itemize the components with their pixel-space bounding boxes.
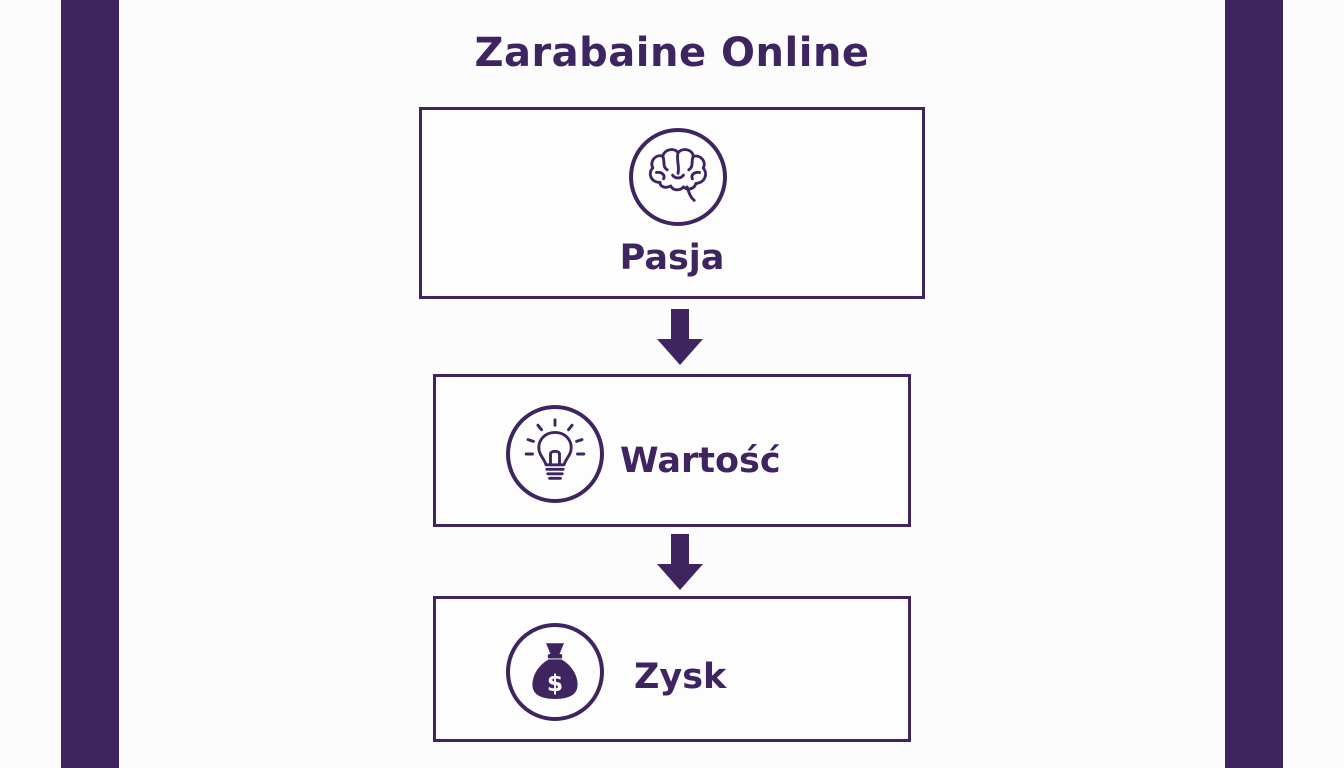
step-label-zysk: Zysk [634, 657, 727, 697]
step-label-wartosc: Wartość [620, 441, 781, 481]
step-label-pasja: Pasja [619, 238, 725, 278]
step-box-zysk: $ Zysk [433, 596, 911, 742]
svg-text:$: $ [547, 669, 563, 697]
diagram-title: Zarabaine Online [474, 30, 870, 76]
money-bag-icon: $ [506, 623, 604, 721]
left-border-bar [61, 0, 119, 768]
step-box-wartosc: Wartość [433, 374, 911, 527]
brain-icon [629, 128, 727, 226]
right-border-bar [1225, 0, 1283, 768]
arrow-down-icon [655, 534, 705, 590]
step-box-pasja: Pasja [419, 107, 925, 299]
lightbulb-icon [506, 405, 604, 503]
arrow-down-icon [655, 309, 705, 365]
